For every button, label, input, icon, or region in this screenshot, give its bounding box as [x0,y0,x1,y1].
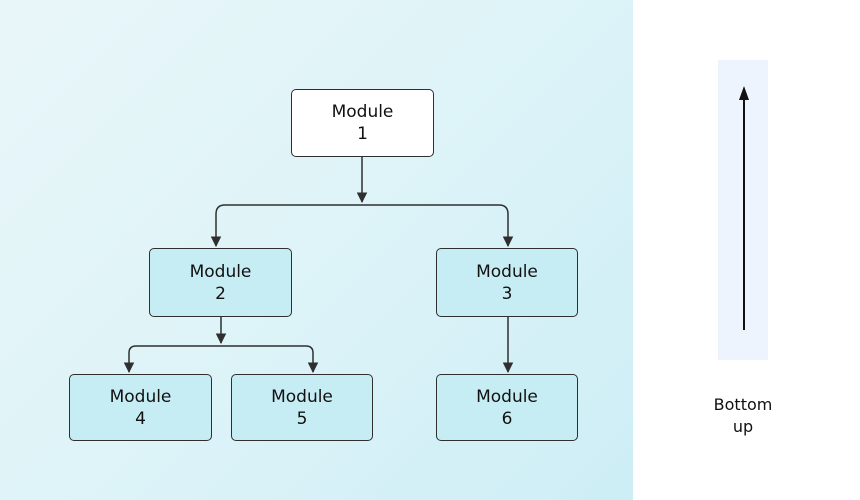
module-4-label: Module [109,386,172,407]
connector-m1-to-m2 [210,204,362,248]
module-6-box: Module 6 [436,374,578,441]
connector-m1-to-m3 [362,204,514,248]
module-3-number: 3 [501,283,513,304]
module-3-label: Module [476,261,538,282]
module-1-number: 1 [357,124,368,144]
module-1-box: Module 1 [291,89,434,157]
module-1-label: Module [331,102,394,122]
direction-label-line-1: Bottom [713,395,773,414]
module-3-box: Module 3 [436,248,578,317]
module-2-number: 2 [215,283,226,304]
direction-label-line-2: up [732,417,754,436]
module-6-label: Module [476,386,538,407]
module-4-box: Module 4 [69,374,212,441]
diagram-panel: Module 1 Module 2 Module 3 Module 4 Modu… [0,0,633,500]
connector-lines [123,157,514,374]
module-4-number: 4 [135,408,146,429]
module-5-label: Module [271,386,333,407]
module-5-number: 5 [296,408,308,429]
direction-label: Bottom up [688,394,798,438]
module-5-box: Module 5 [231,374,373,441]
up-arrow-icon [739,86,749,330]
connector-m2-to-m4 [123,345,221,374]
connector-m2-to-m5 [221,345,319,374]
module-2-label: Module [189,261,252,282]
module-6-number: 6 [501,408,513,429]
module-2-box: Module 2 [149,248,292,317]
